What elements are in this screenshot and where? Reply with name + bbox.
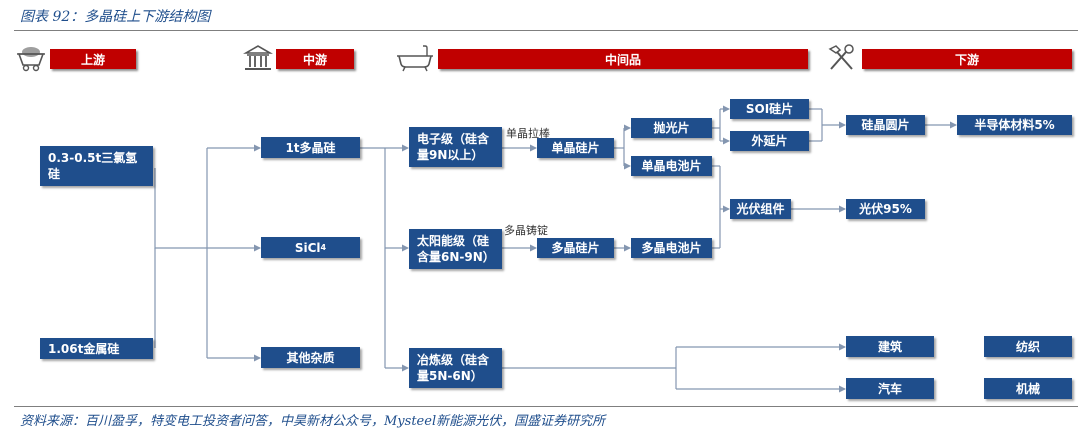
sicl4-subscript: 4: [320, 242, 327, 252]
figure-title: 图表 92：多晶硅上下游结构图: [20, 9, 211, 25]
node-electronic-grade: 电子级（硅含量9N以上）: [409, 127, 502, 167]
node-semiconductor-share: 半导体材料5%: [957, 115, 1072, 135]
node-epitaxial-wafer: 外延片: [730, 131, 809, 151]
bathtub-icon: [397, 45, 433, 72]
process-crystal-pulling: 单晶拉棒: [506, 127, 550, 140]
node-trichlorosilane: 0.3-0.5t三氯氢硅: [40, 146, 153, 186]
mining-cart-icon: [17, 47, 45, 72]
sicl4-label: SiCl: [294, 240, 321, 255]
node-pv-module: 光伏组件: [730, 199, 791, 219]
node-textile: 纺织: [984, 336, 1072, 357]
hammer-wrench-icon: [828, 44, 854, 70]
node-soi-wafer: SOI硅片: [730, 99, 809, 119]
node-poly-cell: 多晶电池片: [631, 238, 712, 258]
node-poly-wafer: 多晶硅片: [537, 238, 614, 258]
node-automobile: 汽车: [846, 378, 934, 399]
node-mono-wafer: 单晶硅片: [537, 138, 614, 158]
bottom-divider: [14, 406, 1078, 407]
source-note: 资料来源：百川盈孚，特变电工投资者问答，中昊新材公众号，Mysteel新能源光伏…: [20, 414, 606, 429]
process-ingot-casting: 多晶铸锭: [504, 224, 548, 237]
node-mono-cell: 单晶电池片: [631, 156, 712, 176]
stage-midstream: 中游: [276, 49, 354, 69]
node-solar-grade: 太阳能级（硅含量6N-9N）: [409, 229, 502, 269]
node-machinery: 机械: [984, 378, 1072, 399]
node-photovoltaic-share: 光伏95%: [846, 199, 925, 219]
node-silicon-wafer-disc: 硅晶圆片: [846, 115, 925, 135]
node-construction: 建筑: [846, 336, 934, 357]
node-polysilicon: 1t多晶硅: [261, 137, 360, 158]
top-divider: [14, 30, 1078, 31]
node-metallic-silicon: 1.06t金属硅: [40, 338, 153, 359]
node-polished-wafer: 抛光片: [631, 118, 712, 138]
stage-downstream: 下游: [862, 49, 1072, 69]
stage-intermediate: 中间品: [438, 49, 808, 69]
stage-upstream: 上游: [50, 49, 136, 69]
factory-building-icon: [243, 45, 273, 70]
node-metallurgical-grade: 冶炼级（硅含量5N-6N）: [409, 348, 502, 388]
node-other-impurities: 其他杂质: [261, 347, 360, 368]
